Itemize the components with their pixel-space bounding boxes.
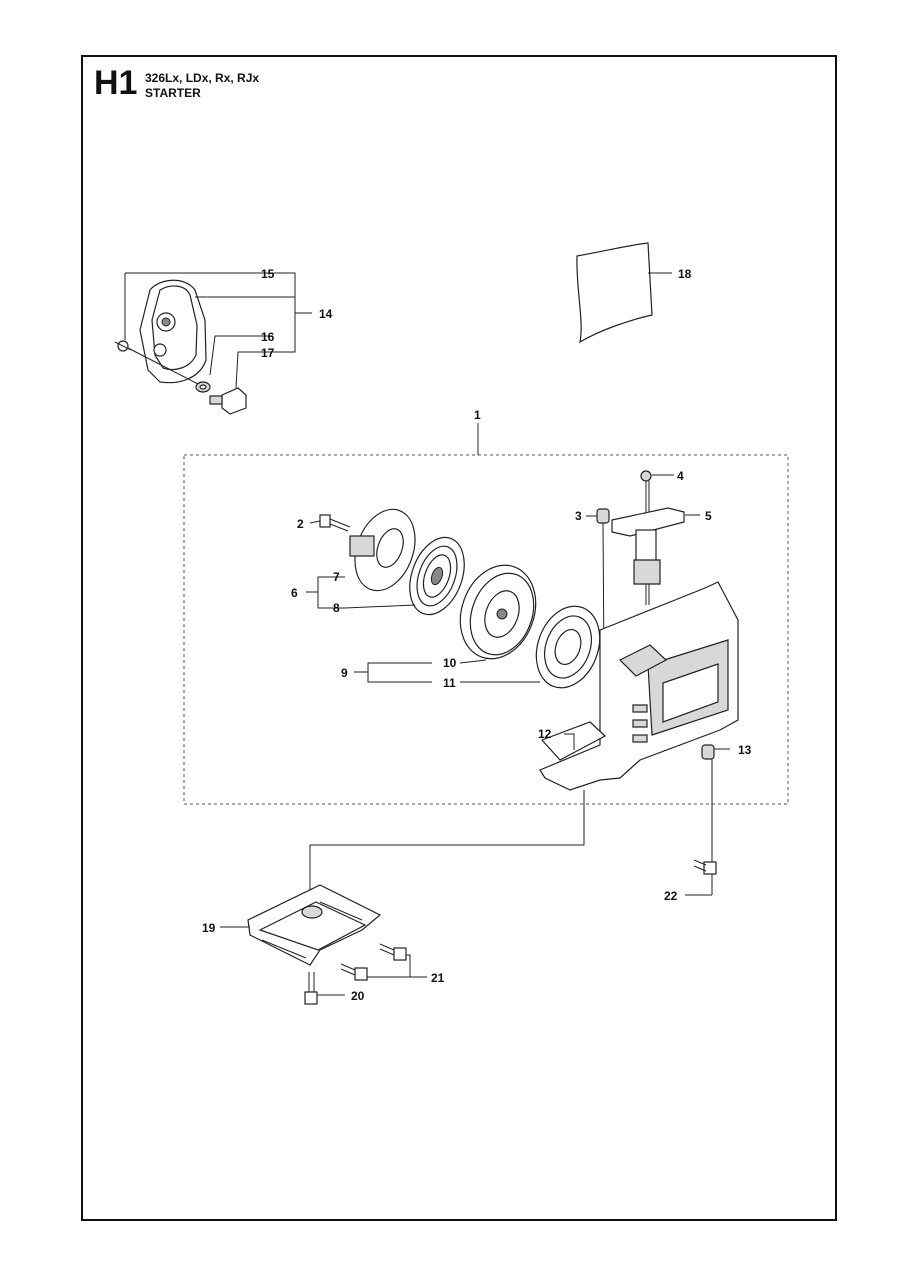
callout-3: 3 bbox=[575, 509, 582, 523]
page-border bbox=[81, 55, 837, 1221]
callout-1: 1 bbox=[474, 408, 481, 422]
part-3-drawing bbox=[596, 508, 610, 524]
callout-22: 22 bbox=[664, 889, 678, 903]
callout-6: 6 bbox=[291, 586, 298, 600]
callout-9: 9 bbox=[341, 666, 348, 680]
callout-19: 19 bbox=[202, 921, 216, 935]
callout-5: 5 bbox=[705, 509, 712, 523]
spring-8-drawing bbox=[409, 536, 465, 616]
screw-2-drawing bbox=[319, 514, 351, 532]
callout-20: 20 bbox=[351, 989, 365, 1003]
handle-5-drawing bbox=[611, 470, 685, 605]
callout-18: 18 bbox=[678, 267, 692, 281]
part-13-drawing bbox=[701, 744, 715, 760]
section-code: H1 bbox=[94, 64, 138, 102]
callout-15: 15 bbox=[261, 267, 275, 281]
screw-20-drawing bbox=[304, 972, 318, 1005]
callout-17: 17 bbox=[261, 346, 275, 360]
bracket-19-drawing bbox=[247, 884, 382, 966]
callout-4: 4 bbox=[677, 469, 684, 483]
callout-7: 7 bbox=[333, 570, 340, 584]
spring-11-drawing bbox=[535, 605, 601, 689]
rope-pulley-10-drawing bbox=[459, 564, 537, 660]
callout-11: 11 bbox=[443, 676, 456, 690]
cover-assembly-drawing bbox=[114, 279, 247, 415]
callout-12: 12 bbox=[538, 727, 552, 741]
screw-22-drawing bbox=[693, 859, 717, 875]
callout-14: 14 bbox=[319, 307, 333, 321]
callout-13: 13 bbox=[738, 743, 752, 757]
model-list: 326Lx, LDx, Rx, RJx bbox=[145, 71, 260, 85]
pulley-7-drawing bbox=[349, 508, 416, 592]
callout-8: 8 bbox=[333, 601, 340, 615]
callout-2: 2 bbox=[297, 517, 304, 531]
decal-drawing bbox=[576, 242, 653, 344]
screws-21-drawing bbox=[340, 943, 407, 981]
callout-21: 21 bbox=[431, 971, 445, 985]
callout-10: 10 bbox=[443, 656, 457, 670]
callout-16: 16 bbox=[261, 330, 275, 344]
page-title: STARTER bbox=[145, 86, 201, 100]
assembly-boundary bbox=[183, 454, 789, 805]
